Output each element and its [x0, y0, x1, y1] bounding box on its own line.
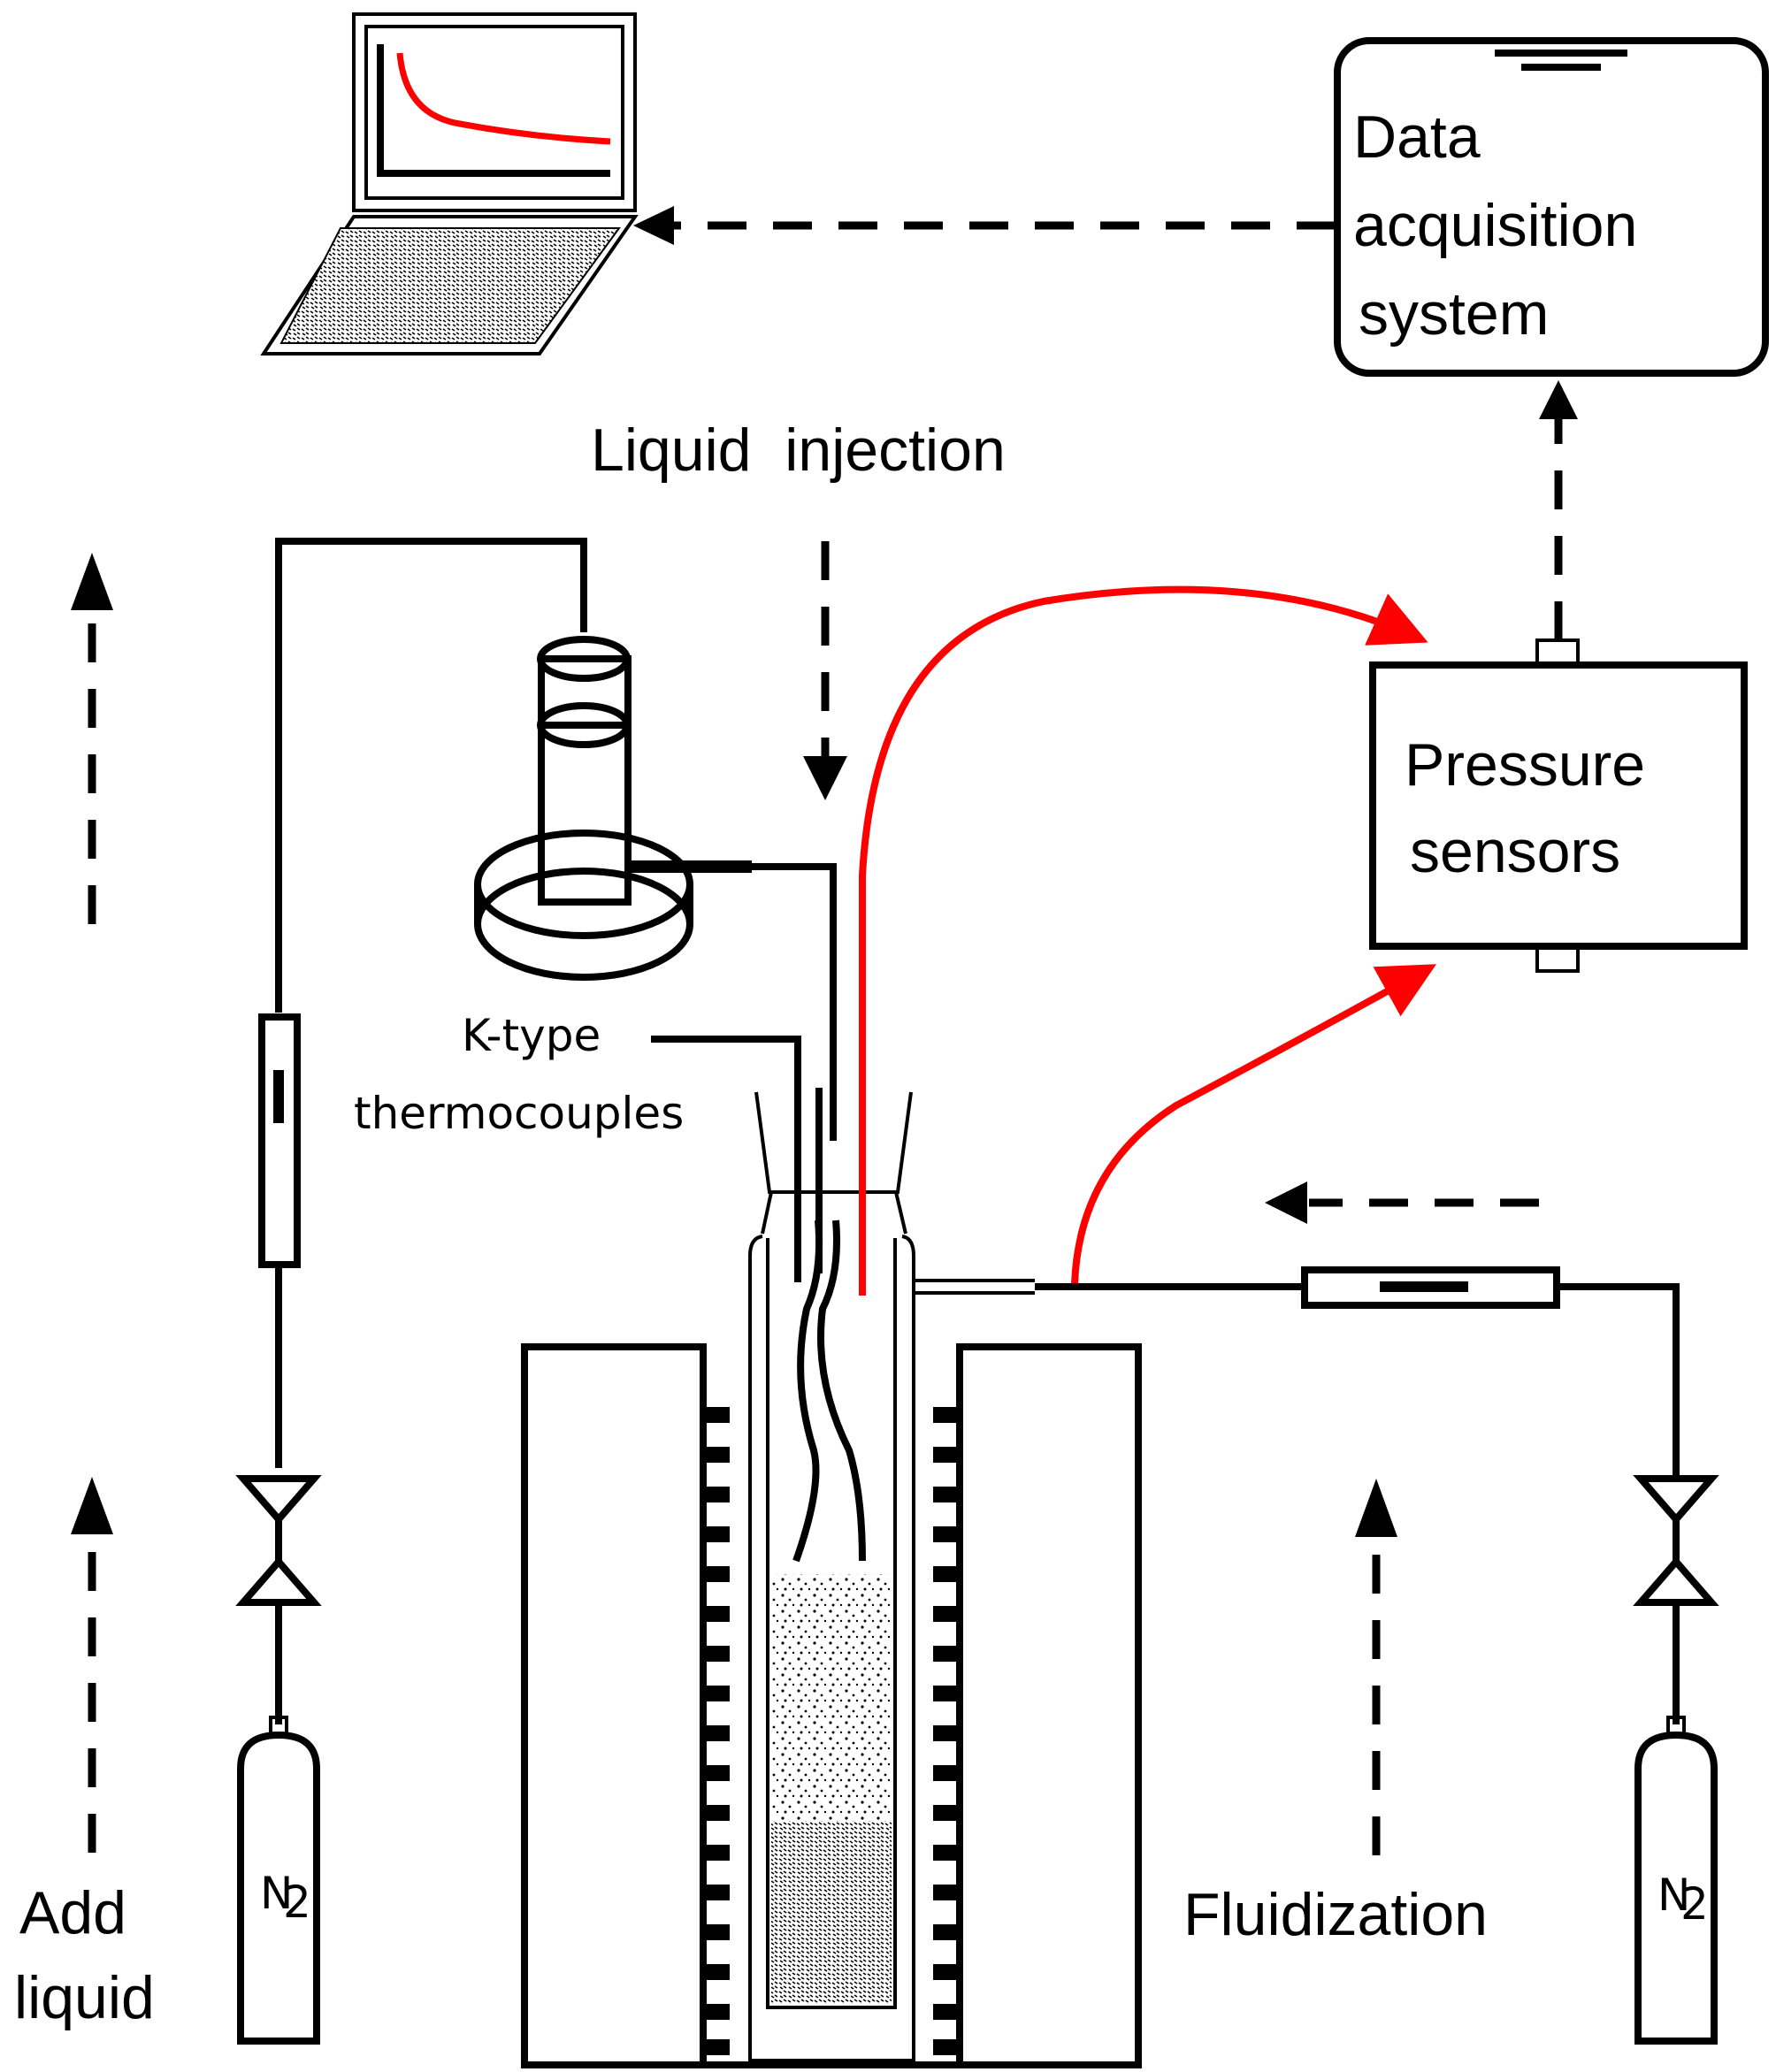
n2-left-label: N: [260, 1868, 293, 1919]
pressure-line-top: [859, 585, 1428, 1296]
data-acquisition-box: Data acquisition system: [1334, 37, 1769, 377]
n2-right-label: N: [1657, 1869, 1690, 1921]
laptop-icon: [260, 12, 639, 356]
n2-right-subscript: 2: [1680, 1878, 1709, 1930]
valve-icon: [1633, 1475, 1719, 1724]
thermocouples-label-1: K-type: [462, 1010, 601, 1061]
valve-icon: [235, 1475, 322, 1724]
pressure-sensors-box: Pressure sensors: [1369, 638, 1748, 973]
right-gas-line: N 2: [1035, 1266, 1719, 2045]
heating-coil-right: [933, 1407, 960, 2055]
flowmeter-icon: [1301, 1266, 1560, 1309]
pressure-sensors-label-1: Pressure: [1405, 731, 1645, 799]
heating-coil-left: [703, 1407, 730, 2055]
thermocouple-lead-1: [651, 1036, 801, 1282]
liquid-injection-label: Liquid injection: [591, 417, 1006, 484]
pressure-sensors-label-2: sensors: [1410, 818, 1620, 885]
pressure-line-bottom: [1071, 964, 1436, 1285]
furnace: [521, 1343, 1142, 2068]
flowmeter-icon: [258, 1013, 301, 1268]
reactor-tube: [748, 1091, 1035, 2062]
data-acquisition-label-3: system: [1359, 280, 1549, 348]
left-gas-line: N 2: [235, 538, 587, 2045]
gas-cylinder-icon: N 2: [237, 1716, 320, 2045]
thermocouples-label-2: thermocouples: [354, 1088, 684, 1139]
n2-left-subscript: 2: [283, 1877, 311, 1928]
data-acquisition-label-2: acquisition: [1353, 192, 1637, 259]
add-liquid-label-1: Add: [19, 1879, 126, 1946]
gas-cylinder-icon: N 2: [1634, 1716, 1718, 2045]
data-acquisition-label-1: Data: [1353, 103, 1481, 171]
syringe-pump-icon: [474, 636, 837, 1141]
add-liquid-label-2: liquid: [14, 1964, 155, 2031]
fluidization-label: Fluidization: [1183, 1881, 1488, 1948]
